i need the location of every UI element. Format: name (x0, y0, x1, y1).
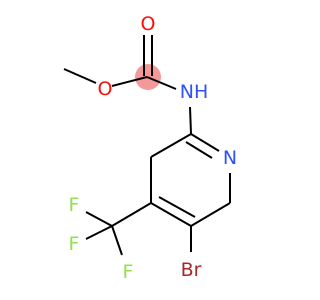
carbonyl-oxygen-label: O (141, 13, 156, 35)
bond-ring-c5-c4-inner (158, 196, 196, 218)
ring-nitrogen-label: N (223, 147, 237, 169)
bond-ring-cf3 (111, 202, 152, 227)
bond-oxygen-carbonyl (111, 76, 148, 87)
bond-ring-c2-n-inner (185, 141, 213, 159)
bond-cf3-f1 (85, 211, 113, 227)
bonds (63, 35, 231, 256)
bromine-label: Br (181, 259, 202, 281)
amide-nh-label: NH (180, 81, 209, 103)
bond-ring-c5-c4 (150, 202, 192, 227)
ester-oxygen-label: O (98, 78, 113, 100)
fluorine-3-label: F (123, 261, 134, 283)
bond-methyl-oxygen (63, 68, 97, 84)
atom-labels: O O NH N F F F Br (69, 13, 238, 283)
bond-cf3-f2 (85, 225, 113, 240)
structure-svg: O O NH N F F F Br (63, 13, 238, 283)
bond-carbonyl-nh (146, 76, 177, 90)
bond-ring-c2-n (190, 133, 220, 152)
bond-ring-c6-c5 (190, 202, 231, 227)
bond-ring-c3-c2 (150, 133, 192, 158)
fluorine-2-label: F (69, 233, 80, 255)
bond-nh-ring (189, 106, 192, 135)
bond-cf3-f3 (111, 225, 123, 256)
molecule-diagram: O O NH N F F F Br (63, 13, 238, 283)
fluorine-1-label: F (69, 194, 80, 216)
